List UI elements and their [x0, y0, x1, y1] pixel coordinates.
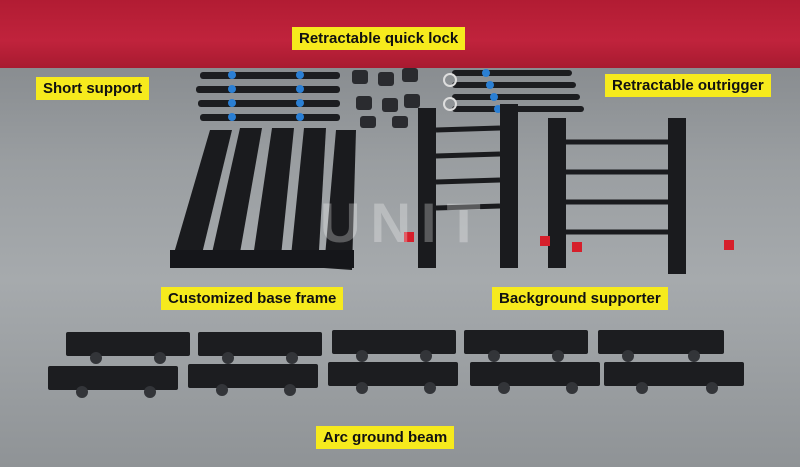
base-frames [170, 128, 356, 270]
label-background-supporter: Background supporter [492, 287, 668, 310]
label-retractable-outrigger: Retractable outrigger [605, 74, 771, 97]
quick-lock-clamps [352, 68, 420, 128]
label-customized-base-frame: Customized base frame [161, 287, 344, 310]
label-arc-ground-beam: Arc ground beam [316, 426, 455, 449]
arc-ground-beams [48, 330, 744, 398]
outrigger-rods [443, 69, 584, 113]
short-support-rods [196, 71, 340, 121]
brand-watermark: UNIT [320, 191, 491, 254]
background-supporter [404, 104, 734, 274]
label-short-support: Short support [36, 77, 150, 100]
label-retractable-quick-lock: Retractable quick lock [292, 27, 466, 50]
